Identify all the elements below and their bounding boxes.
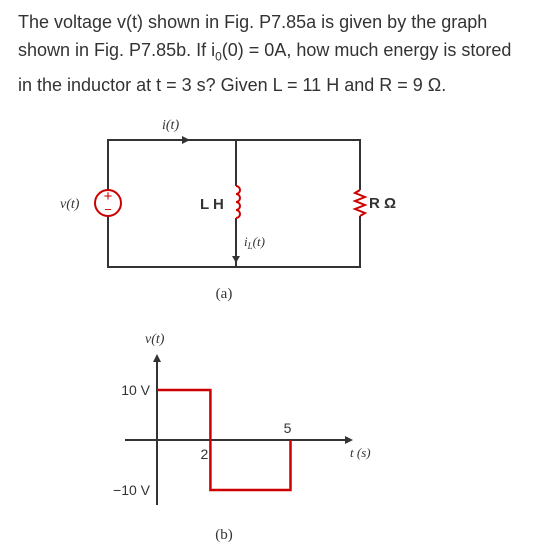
inductor-current-arrow-icon [232, 256, 240, 263]
inductor-current-label: iL(t) [244, 234, 265, 251]
top-wire [107, 139, 361, 192]
bottom-wire [107, 214, 361, 268]
source-plus-sign: + [104, 188, 113, 205]
inductor-coil-icon [235, 185, 241, 219]
y-axis-label: v(t) [145, 332, 165, 347]
problem-text-end: (0) = 0A, how much energy is stored in t… [18, 40, 512, 95]
graph-axes [125, 354, 353, 505]
voltage-source-icon [94, 189, 122, 217]
inductor-label: L H [200, 196, 224, 213]
resistor-label: R Ω [369, 195, 396, 212]
caption-b: (b) [215, 527, 233, 543]
x-axis-label: t (s) [350, 445, 371, 460]
problem-statement: The voltage v(t) shown in Fig. P7.85a is… [18, 8, 530, 99]
y-axis-arrow-icon [153, 354, 161, 362]
y-tick-label: 10 V [121, 382, 150, 398]
waveform-line [157, 388, 292, 492]
x-tick-label: 2 [201, 446, 209, 462]
caption-a: (a) [216, 286, 233, 302]
problem-text-subscript: 0 [215, 49, 222, 64]
circuit-wires [107, 139, 361, 268]
current-label: i(t) [162, 118, 179, 133]
x-axis-arrow-icon [345, 436, 353, 444]
current-arrow-icon [182, 136, 190, 144]
source-minus-sign: − [104, 202, 112, 217]
problem-text-start: The voltage v(t) shown in Fig. P7.85a is… [18, 12, 488, 60]
source-label: v(t) [60, 197, 80, 212]
y-tick-label: −10 V [113, 482, 151, 498]
x-tick-label: 5 [284, 420, 292, 436]
voltage-waveform [157, 388, 292, 492]
resistor-icon [352, 189, 368, 217]
